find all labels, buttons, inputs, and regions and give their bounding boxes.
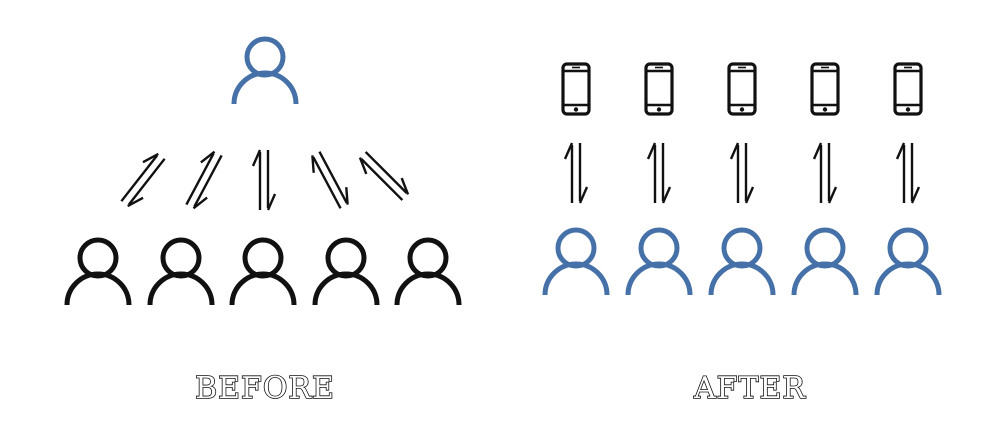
two-way-arrow-icon	[729, 141, 755, 205]
smartphone-icon	[644, 62, 674, 116]
arrow-row	[563, 141, 921, 205]
person-icon	[234, 39, 296, 104]
person-icon	[67, 240, 129, 305]
person-icon	[315, 240, 377, 305]
two-way-arrow-icon	[563, 141, 589, 205]
person-icon	[232, 240, 294, 305]
two-way-arrow-icon	[179, 147, 229, 213]
person-icon	[628, 230, 690, 295]
person-icon	[397, 240, 459, 305]
person-icon	[794, 230, 856, 295]
person-icon	[150, 240, 212, 305]
phone-row	[561, 62, 923, 116]
two-way-arrow-icon	[305, 147, 355, 213]
after-label: AFTER	[693, 371, 806, 406]
person-icon	[877, 230, 939, 295]
smartphone-icon	[727, 62, 757, 116]
people-row	[545, 230, 939, 295]
two-way-arrow-icon	[812, 141, 838, 205]
two-way-arrow-icon	[895, 141, 921, 205]
two-way-arrow-icon	[114, 148, 172, 212]
before-label: BEFORE	[195, 371, 335, 406]
arrow-fan	[114, 145, 415, 213]
person-icon	[545, 230, 607, 295]
after-panel: AFTER	[545, 62, 939, 407]
person-icon	[711, 230, 773, 295]
two-way-arrow-icon	[646, 141, 672, 205]
smartphone-icon	[893, 62, 923, 116]
two-way-arrow-icon	[353, 145, 415, 207]
smartphone-icon	[810, 62, 840, 116]
smartphone-icon	[561, 62, 591, 116]
before-panel: BEFORE	[67, 39, 459, 407]
people-row	[67, 240, 459, 305]
two-way-arrow-icon	[251, 148, 277, 212]
